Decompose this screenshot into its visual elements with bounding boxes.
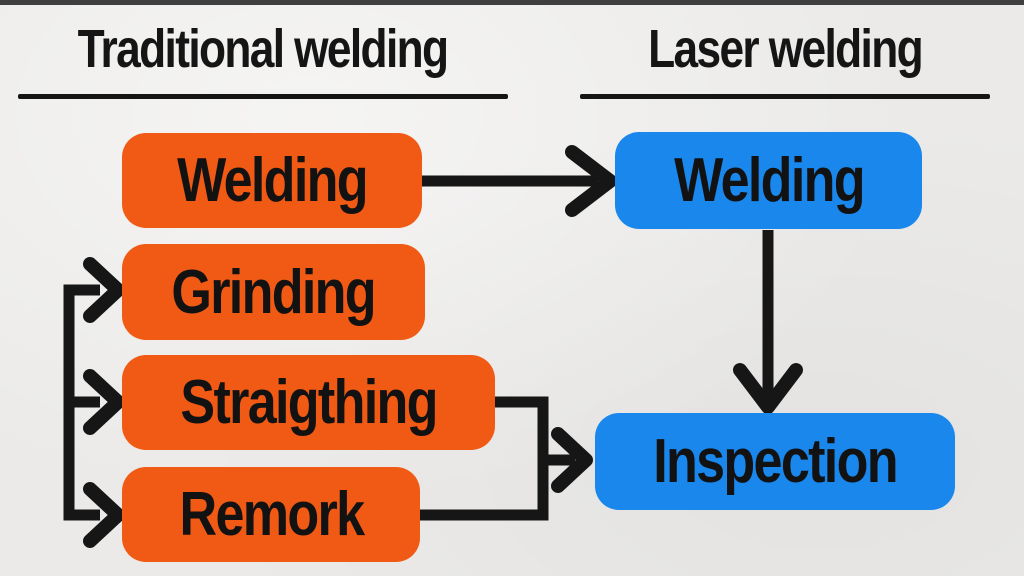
arrowhead-loop-to-remork bbox=[83, 482, 125, 548]
column-title-traditional-welding: Traditional welding bbox=[18, 10, 508, 88]
underline-laser bbox=[580, 94, 990, 99]
node-remork-label: Remork bbox=[179, 480, 365, 549]
node-laser-welding-label: Welding bbox=[673, 146, 865, 215]
arrowhead-merge-to-inspection bbox=[551, 427, 593, 493]
arrowhead-welding-to-inspection bbox=[733, 363, 803, 414]
node-inspection-label: Inspection bbox=[653, 427, 898, 496]
underline-traditional bbox=[18, 94, 508, 99]
arrowhead-loop-to-grinding bbox=[83, 257, 125, 323]
node-traditional-welding: Welding bbox=[122, 133, 422, 228]
node-straigthing-label: Straigthing bbox=[180, 368, 438, 437]
edge-rework-loop-bracket bbox=[63, 284, 100, 521]
node-traditional-welding-label: Welding bbox=[177, 146, 368, 215]
column-title-laser-welding-text: Laser welding bbox=[648, 19, 924, 79]
node-straigthing: Straigthing bbox=[122, 355, 495, 450]
column-title-laser-welding: Laser welding bbox=[580, 10, 990, 88]
node-grinding-label: Grinding bbox=[171, 257, 377, 327]
top-edge-bar bbox=[0, 0, 1024, 5]
node-laser-welding: Welding bbox=[615, 132, 922, 229]
edge-remork-to-merge bbox=[420, 460, 549, 521]
node-inspection: Inspection bbox=[595, 413, 955, 510]
edge-straigthing-to-merge bbox=[495, 396, 549, 460]
node-remork: Remork bbox=[122, 467, 420, 562]
node-grinding: Grinding bbox=[122, 244, 425, 340]
column-title-traditional-welding-text: Traditional welding bbox=[78, 19, 449, 79]
arrowhead-loop-to-straigthing bbox=[83, 369, 125, 435]
arrowhead-welding-to-welding bbox=[565, 145, 617, 217]
